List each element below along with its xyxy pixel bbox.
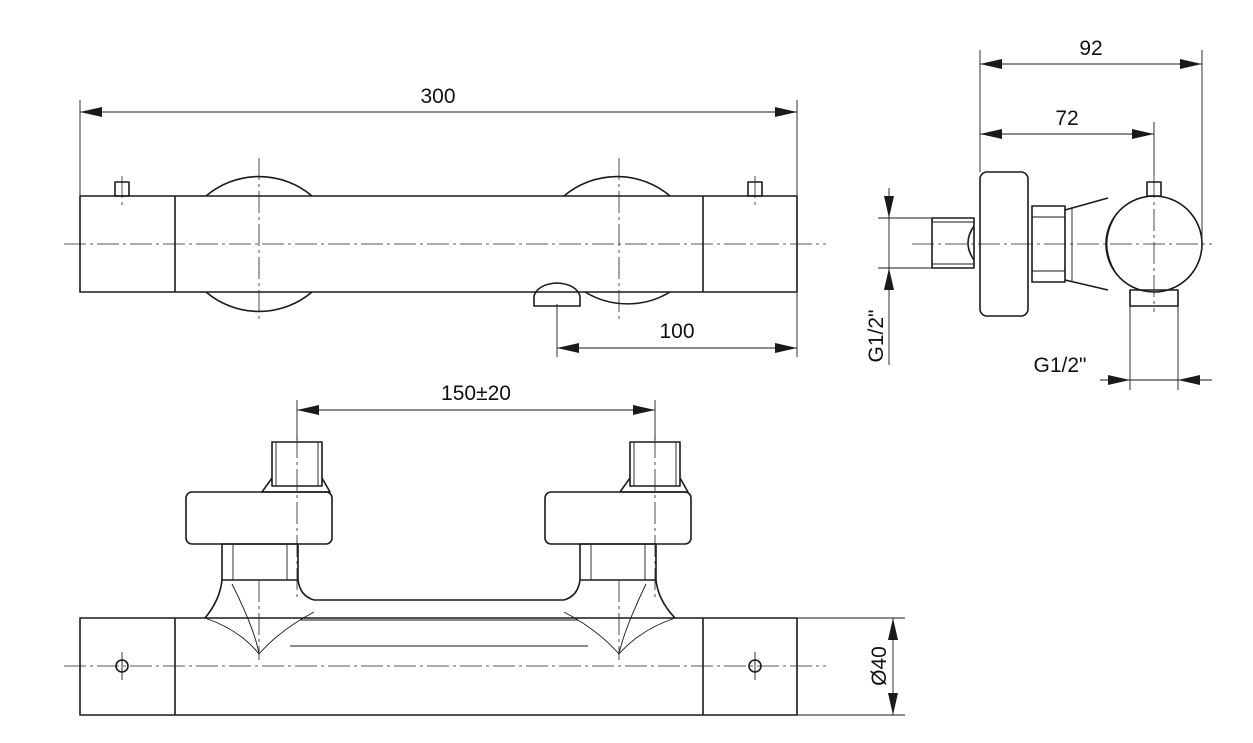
side-view: 92 72 G1/2" G1/2"	[865, 37, 1212, 390]
left-flange-plan	[185, 491, 333, 545]
dim-outlet-thread: G1/2"	[1034, 354, 1087, 377]
inlet-thread	[931, 217, 975, 269]
dim-body-diameter: Ø40	[868, 646, 891, 686]
outlet-spout	[533, 282, 581, 307]
dim-depth-total: 92	[1079, 37, 1102, 60]
dim-overall-length: 300	[420, 85, 455, 108]
dim-outlet-offset: 100	[659, 320, 694, 343]
front-view: 300 100	[64, 85, 826, 357]
right-flange-plan	[544, 491, 692, 545]
right-hex-plan	[579, 543, 657, 581]
dim-inlet-thread: G1/2"	[865, 310, 888, 363]
right-flange	[563, 175, 671, 197]
top-view: 150±20 Ø40	[64, 382, 905, 716]
dim-depth-axis: 72	[1055, 107, 1078, 130]
body-plan	[79, 617, 798, 716]
left-hex-plan	[221, 543, 299, 581]
dim-inlet-spacing: 150±20	[441, 382, 511, 405]
